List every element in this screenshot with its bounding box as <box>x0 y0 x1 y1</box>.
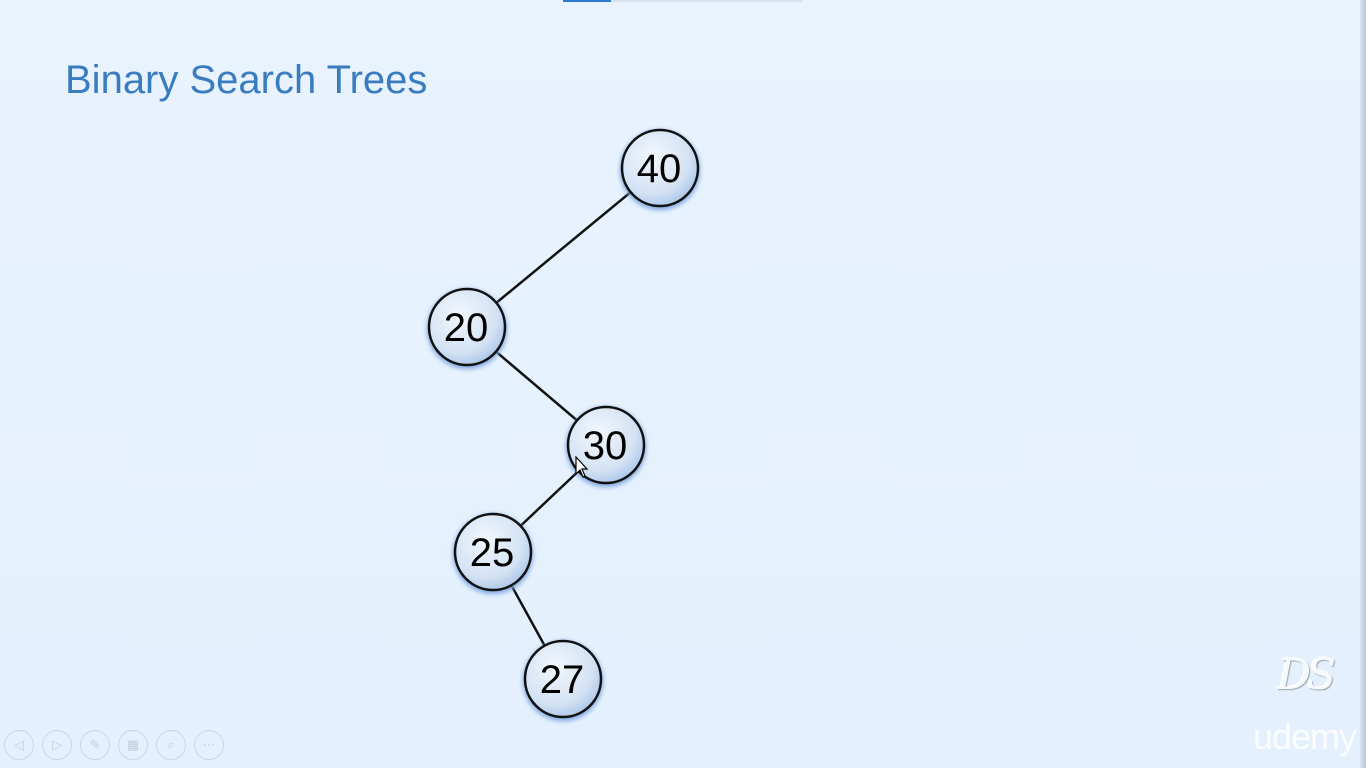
more-icon: ⋯ <box>202 737 216 752</box>
tree-node-circle <box>523 639 603 719</box>
slides-button[interactable]: ▦ <box>118 730 148 760</box>
pen-button[interactable]: ✎ <box>80 730 110 760</box>
tree-node-label: 20 <box>444 306 489 350</box>
zoom-button[interactable]: ⌕ <box>156 730 186 760</box>
next-icon: ▷ <box>52 737 62 752</box>
tree-node: 30 <box>566 405 646 487</box>
udemy-watermark: udemy <box>1252 716 1357 757</box>
tree-node: 20 <box>427 287 507 369</box>
more-button[interactable]: ⋯ <box>194 730 224 760</box>
tree-node-circle <box>566 405 646 485</box>
tree-node-label: 25 <box>470 531 515 575</box>
zoom-icon: ⌕ <box>167 737 175 752</box>
window-edge <box>1360 0 1366 768</box>
tree-node: 25 <box>453 512 533 594</box>
tree-nodes: 40 20 30 25 27 <box>427 128 700 721</box>
previous-icon: ◁ <box>14 737 24 752</box>
tree-node-label: 27 <box>540 658 585 702</box>
tree-edge <box>466 167 661 328</box>
next-button[interactable]: ▷ <box>42 730 72 760</box>
tree-node-circle <box>453 512 533 592</box>
slide-progress-fill <box>563 0 611 2</box>
presentation-toolbar: ◁ ▷ ✎ ▦ ⌕ ⋯ <box>4 730 224 760</box>
slide-title: Binary Search Trees <box>65 58 428 102</box>
pen-icon: ✎ <box>89 737 101 752</box>
tree-node: 40 <box>620 128 700 210</box>
tree-node-circle <box>620 128 700 208</box>
mouse-cursor-icon <box>575 455 589 483</box>
tree-node-label: 40 <box>637 147 682 191</box>
tree-node-label: 30 <box>583 424 628 468</box>
slides-icon: ▦ <box>126 737 140 752</box>
slide-progress-bar <box>563 0 803 2</box>
previous-button[interactable]: ◁ <box>4 730 34 760</box>
ds-logo: DS <box>1277 650 1336 699</box>
tree-node-circle <box>427 287 507 367</box>
tree-node: 27 <box>523 639 603 721</box>
